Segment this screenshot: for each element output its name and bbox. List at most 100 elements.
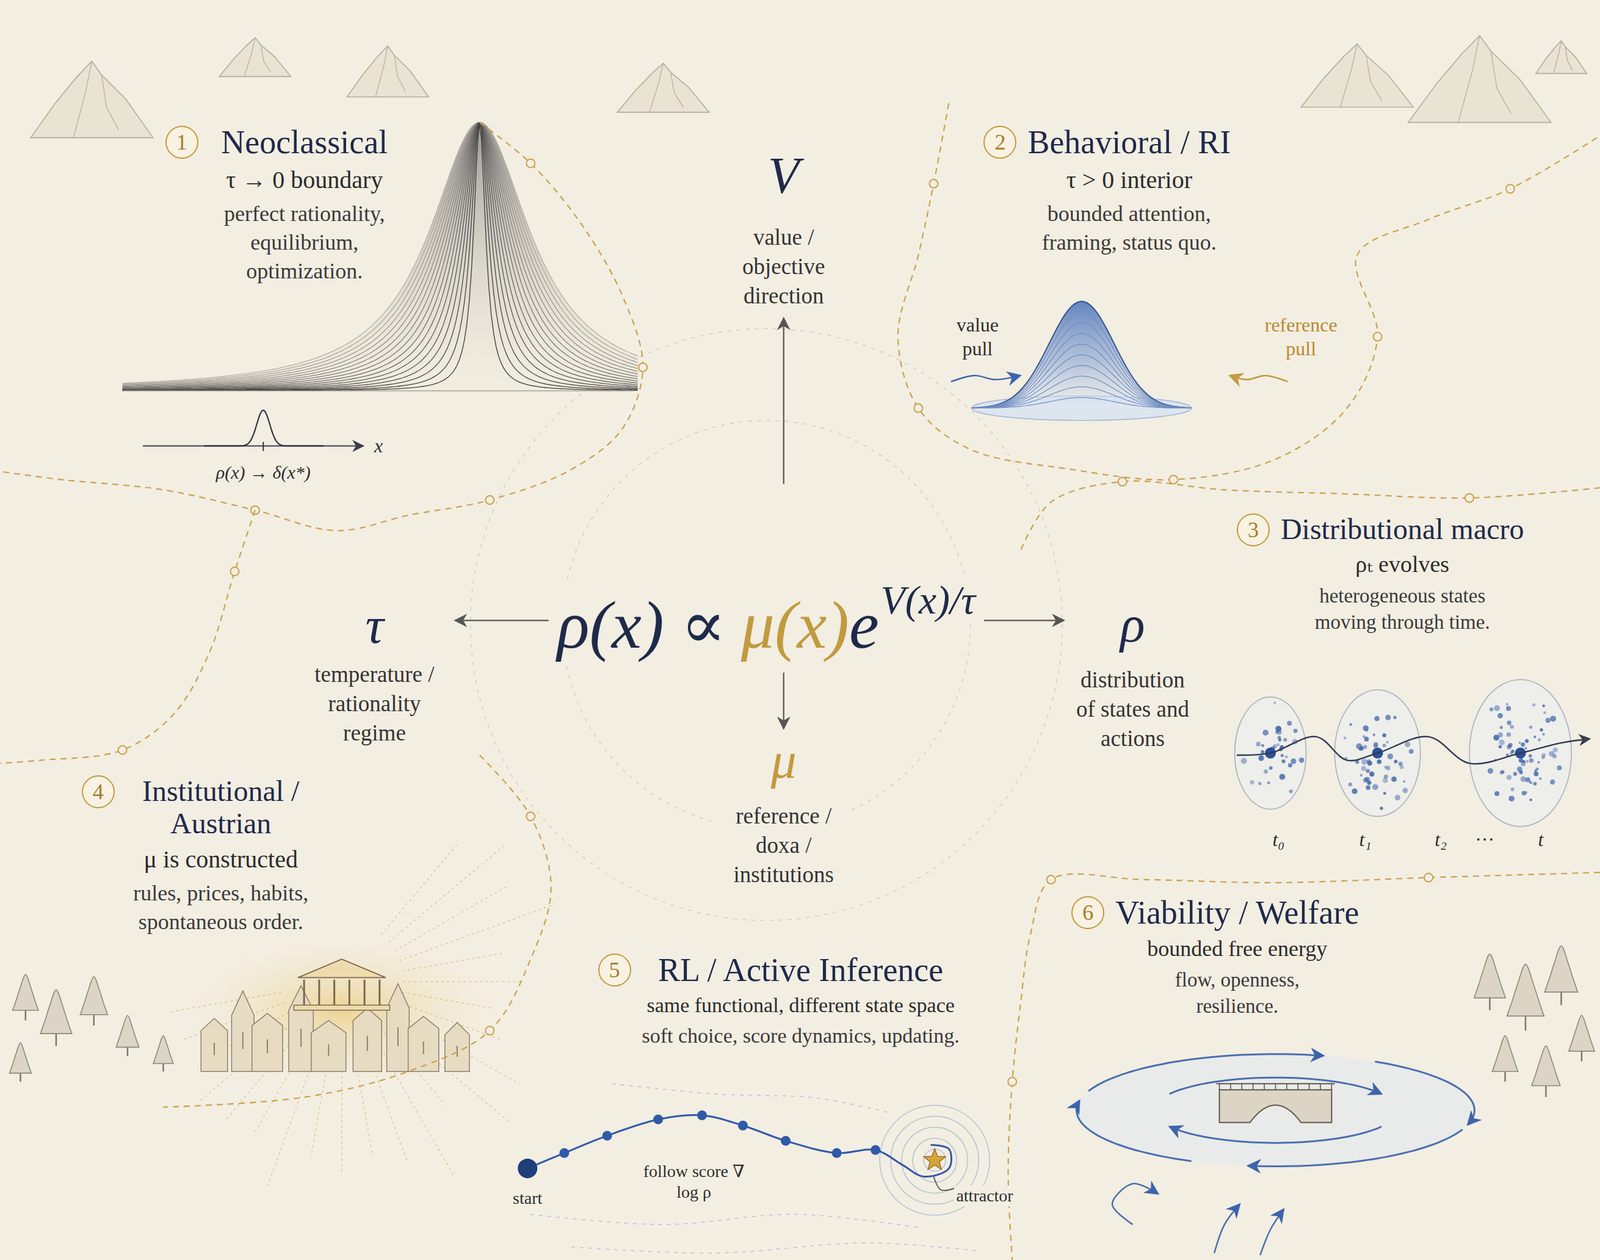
state-dot bbox=[1299, 757, 1305, 764]
state-dot bbox=[1280, 753, 1284, 757]
state-dot bbox=[1549, 779, 1555, 785]
state-dot bbox=[1533, 735, 1536, 739]
trajectory-dot bbox=[738, 1120, 748, 1131]
trail-waypoint bbox=[1007, 1077, 1017, 1086]
trajectory-dot bbox=[697, 1110, 707, 1121]
glow-ray bbox=[394, 1012, 520, 1085]
mountain-ridge bbox=[244, 37, 256, 77]
callout-number: 5 bbox=[598, 953, 632, 987]
state-dot bbox=[1533, 771, 1539, 777]
bridge-post bbox=[1308, 1083, 1311, 1090]
state-dot bbox=[1365, 768, 1370, 773]
state-dot bbox=[1387, 753, 1394, 760]
tree-crown bbox=[1531, 1045, 1561, 1086]
mountain-ridge bbox=[1490, 51, 1511, 114]
state-dot bbox=[1498, 745, 1502, 749]
flow-line bbox=[612, 1083, 888, 1113]
axis-label: μreference / doxa / institutions bbox=[716, 734, 851, 890]
state-dot bbox=[1494, 791, 1500, 797]
glow-ray bbox=[402, 991, 494, 1009]
glow-ray bbox=[402, 980, 522, 983]
state-dot bbox=[1383, 791, 1387, 795]
mountain-ridge bbox=[73, 61, 92, 138]
region-trail bbox=[1007, 872, 1600, 1260]
building-window bbox=[456, 1045, 458, 1057]
attractor-star bbox=[923, 1148, 946, 1170]
region-panel: 6Viability / Welfarebounded free energyf… bbox=[1071, 894, 1362, 1020]
region-trail bbox=[0, 122, 643, 532]
temple-column bbox=[303, 979, 306, 1006]
peak-ridge bbox=[122, 122, 638, 391]
state-dot bbox=[1541, 753, 1546, 758]
state-dot bbox=[1361, 758, 1367, 765]
region-subtitle: same functional, different state space bbox=[644, 991, 957, 1019]
formula-part: μ(x) bbox=[741, 584, 850, 666]
town-building bbox=[231, 990, 254, 1072]
trail-waypoint bbox=[526, 158, 535, 168]
mountain bbox=[219, 37, 291, 77]
tree-crown bbox=[1568, 1015, 1595, 1052]
state-dot bbox=[1393, 760, 1398, 764]
peak-ridge bbox=[122, 122, 638, 390]
peak-ridge bbox=[122, 122, 638, 391]
mountain bbox=[30, 61, 154, 138]
region-trail bbox=[0, 510, 256, 764]
annotation: ρ(x) → δ(x*) bbox=[214, 461, 313, 484]
formula-part: ρ(x) ∝ bbox=[557, 584, 727, 666]
bridge-post bbox=[1230, 1083, 1232, 1090]
state-dot bbox=[1386, 741, 1389, 744]
tree-crown bbox=[79, 976, 108, 1016]
building-window bbox=[266, 1038, 268, 1054]
mound-contour bbox=[971, 365, 1192, 409]
state-dot bbox=[1528, 754, 1533, 759]
annotation: attractor bbox=[954, 1185, 1015, 1207]
state-dot bbox=[1267, 781, 1271, 785]
state-dot bbox=[1538, 777, 1542, 781]
state-dot bbox=[1351, 788, 1358, 794]
region-column: Behavioral / RIτ > 0 interiorbounded att… bbox=[1024, 124, 1234, 258]
state-dot bbox=[1552, 753, 1557, 759]
mountain bbox=[346, 45, 429, 98]
mountains bbox=[30, 36, 1587, 138]
axis-description: reference / doxa / institutions bbox=[716, 801, 851, 890]
trajectory bbox=[1236, 736, 1590, 765]
building-window bbox=[423, 1041, 425, 1055]
flow-loop bbox=[1374, 1061, 1475, 1125]
state-dot bbox=[1510, 787, 1515, 792]
mountain-ridge bbox=[1553, 40, 1562, 74]
state-dot bbox=[1549, 715, 1557, 722]
state-dot bbox=[1363, 777, 1369, 783]
annotation: follow score ∇ log ρ bbox=[637, 1161, 751, 1202]
callout-number: 6 bbox=[1071, 896, 1105, 930]
region-body: rules, prices, habits, spontaneous order… bbox=[123, 879, 319, 937]
state-dot bbox=[1391, 776, 1397, 782]
state-dot bbox=[1290, 758, 1296, 764]
trail-waypoint bbox=[230, 567, 239, 576]
state-dot bbox=[1382, 733, 1386, 737]
bridge-post bbox=[1241, 1083, 1243, 1090]
state-dot bbox=[1493, 705, 1500, 712]
glow-ray bbox=[169, 991, 282, 1013]
bridge-post bbox=[1297, 1083, 1299, 1090]
region-trails bbox=[0, 101, 1600, 1260]
reference-pull-arrow bbox=[1229, 375, 1288, 382]
building-window bbox=[366, 1035, 369, 1052]
callout-number: 4 bbox=[81, 775, 115, 809]
state-dot bbox=[1499, 725, 1503, 729]
peak-ridge bbox=[122, 122, 638, 384]
tree-crown bbox=[9, 1042, 32, 1074]
state-dot bbox=[1408, 749, 1414, 754]
state-dot bbox=[1529, 780, 1533, 784]
state-dot bbox=[1286, 720, 1292, 726]
state-dot bbox=[1513, 771, 1517, 776]
town-building bbox=[252, 1013, 283, 1072]
trail-waypoint bbox=[1118, 477, 1127, 486]
tree-crown bbox=[12, 974, 39, 1011]
state-dot bbox=[1537, 761, 1540, 764]
glow-ray bbox=[380, 843, 458, 935]
temple-column bbox=[363, 979, 366, 1006]
annotation: t bbox=[1536, 827, 1546, 851]
trail-waypoint bbox=[485, 495, 494, 505]
town-glow bbox=[168, 928, 516, 1092]
state-dot bbox=[1535, 767, 1539, 771]
